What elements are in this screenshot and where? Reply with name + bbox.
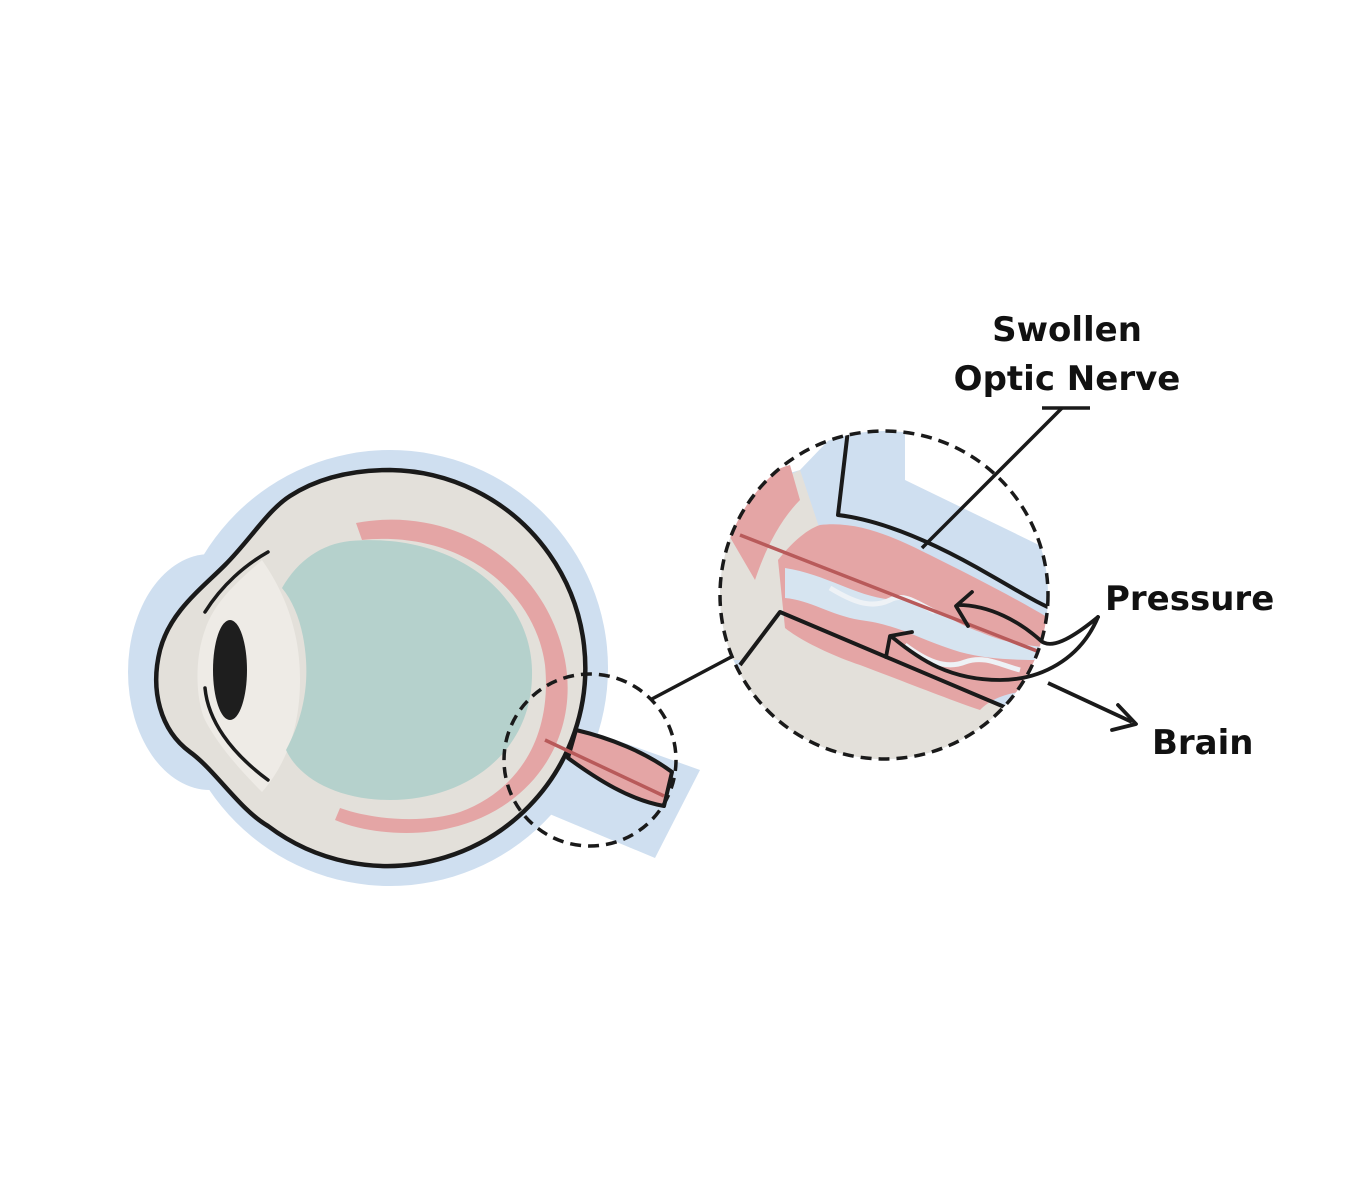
vitreous-body — [282, 540, 533, 800]
label-swollen: Swollen — [992, 310, 1142, 350]
magnify-source-circle — [502, 672, 678, 848]
label-brain: Brain — [1152, 723, 1254, 763]
zoom-connector-line — [649, 653, 736, 702]
magnify-zoom-circle — [718, 429, 1050, 761]
brain-arrow-head — [1110, 703, 1138, 732]
upper-lid-line — [203, 550, 270, 614]
brain-arrow — [1047, 681, 1133, 724]
eyeball-illustration — [128, 450, 700, 886]
label-pressure: Pressure — [1105, 579, 1274, 619]
pupil — [213, 620, 247, 720]
zoomed-optic-nerve — [718, 406, 1138, 761]
swollen-nerve-leader — [920, 406, 1064, 550]
optic-nerve-vessel — [544, 738, 665, 798]
pressure-arrow-upper — [956, 603, 1100, 646]
pressure-arrow-lower — [890, 615, 1100, 682]
lower-lid-line — [203, 686, 270, 782]
label-optic-nerve: Optic Nerve — [954, 359, 1181, 399]
